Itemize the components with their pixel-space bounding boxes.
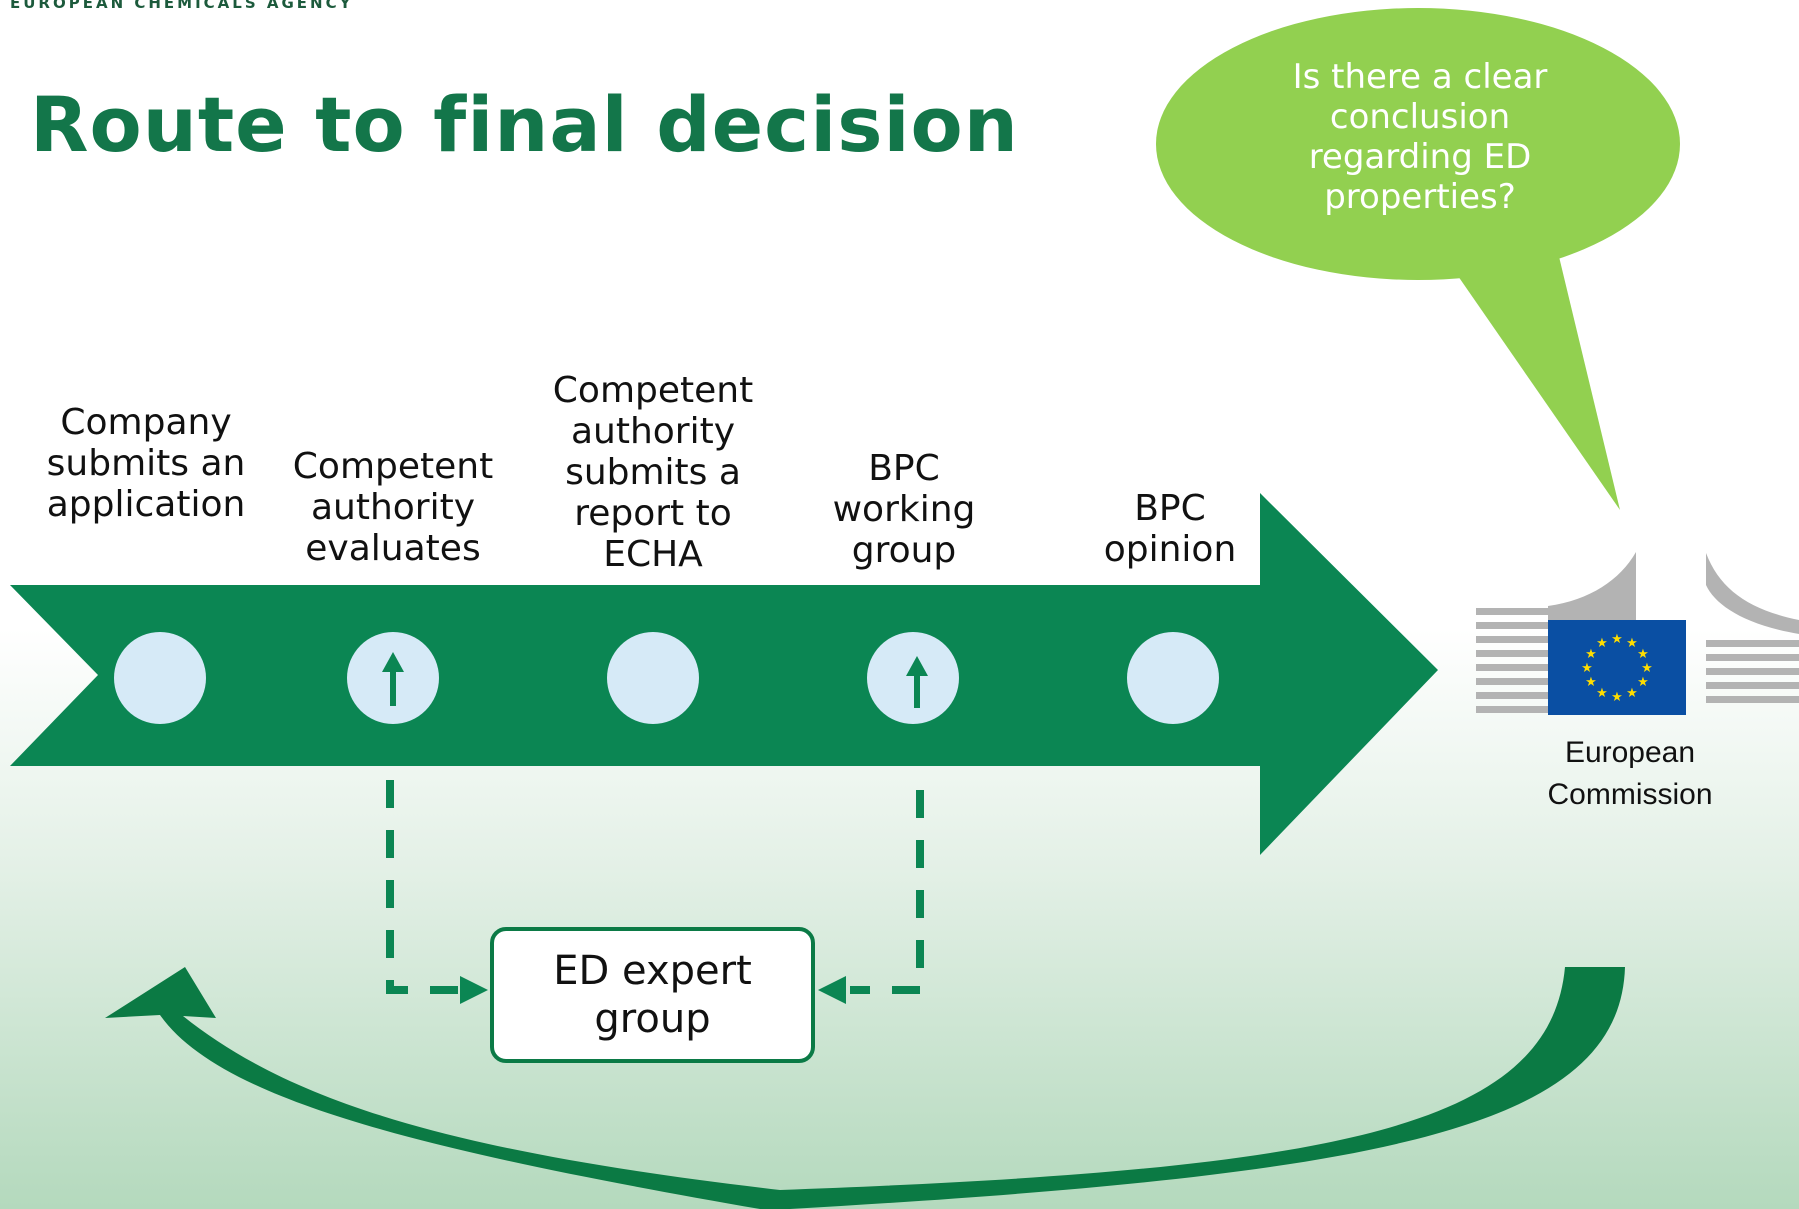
speech-bubble (1156, 8, 1680, 510)
connector-arrowhead-left (460, 976, 488, 1004)
ed-expert-group-label: ED expert group (553, 948, 752, 1042)
step-circle-5 (1127, 632, 1219, 724)
svg-text:★: ★ (1611, 632, 1623, 647)
svg-text:★: ★ (1611, 690, 1623, 705)
step-circle-2 (347, 632, 439, 724)
ed-expert-group-box: ED expert group (490, 927, 815, 1063)
svg-text:★: ★ (1637, 675, 1649, 690)
agency-name: EUROPEAN CHEMICALS AGENCY (10, 0, 354, 12)
callout-question: Is there a clear conclusion regarding ED… (1292, 57, 1548, 217)
process-arrow (10, 493, 1438, 855)
svg-text:★: ★ (1585, 675, 1597, 690)
step-circle-1 (114, 632, 206, 724)
svg-text:★: ★ (1596, 686, 1608, 701)
svg-text:★: ★ (1637, 647, 1649, 662)
eu-flag-icon: ★ ★ ★ ★ ★ ★ ★ ★ ★ ★ ★ ★ (1548, 620, 1686, 715)
dashed-connector-left (386, 780, 458, 994)
svg-text:★: ★ (1596, 636, 1608, 651)
commission-label: European Commission (1547, 736, 1713, 811)
step-circle-3 (607, 632, 699, 724)
return-arrow (105, 967, 1625, 1209)
svg-text:★: ★ (1626, 636, 1638, 651)
step-label-bpc-opinion: BPC opinion (1103, 488, 1237, 570)
svg-text:★: ★ (1585, 647, 1597, 662)
svg-text:★: ★ (1641, 661, 1653, 676)
step-label-company-submits: Company submits an application (46, 402, 246, 525)
connector-arrowhead-right (818, 976, 846, 1004)
commission-building-icon (1476, 552, 1799, 713)
svg-text:★: ★ (1581, 661, 1593, 676)
step-label-authority-evaluates: Competent authority evaluates (292, 446, 494, 569)
step-circle-4 (867, 632, 959, 724)
step-label-bpc-working-group: BPC working group (832, 448, 976, 571)
page-title: Route to final decision (30, 80, 1019, 169)
svg-text:★: ★ (1626, 686, 1638, 701)
dashed-connector-right (850, 790, 924, 994)
step-label-authority-report: Competent authority submits a report to … (552, 370, 754, 575)
